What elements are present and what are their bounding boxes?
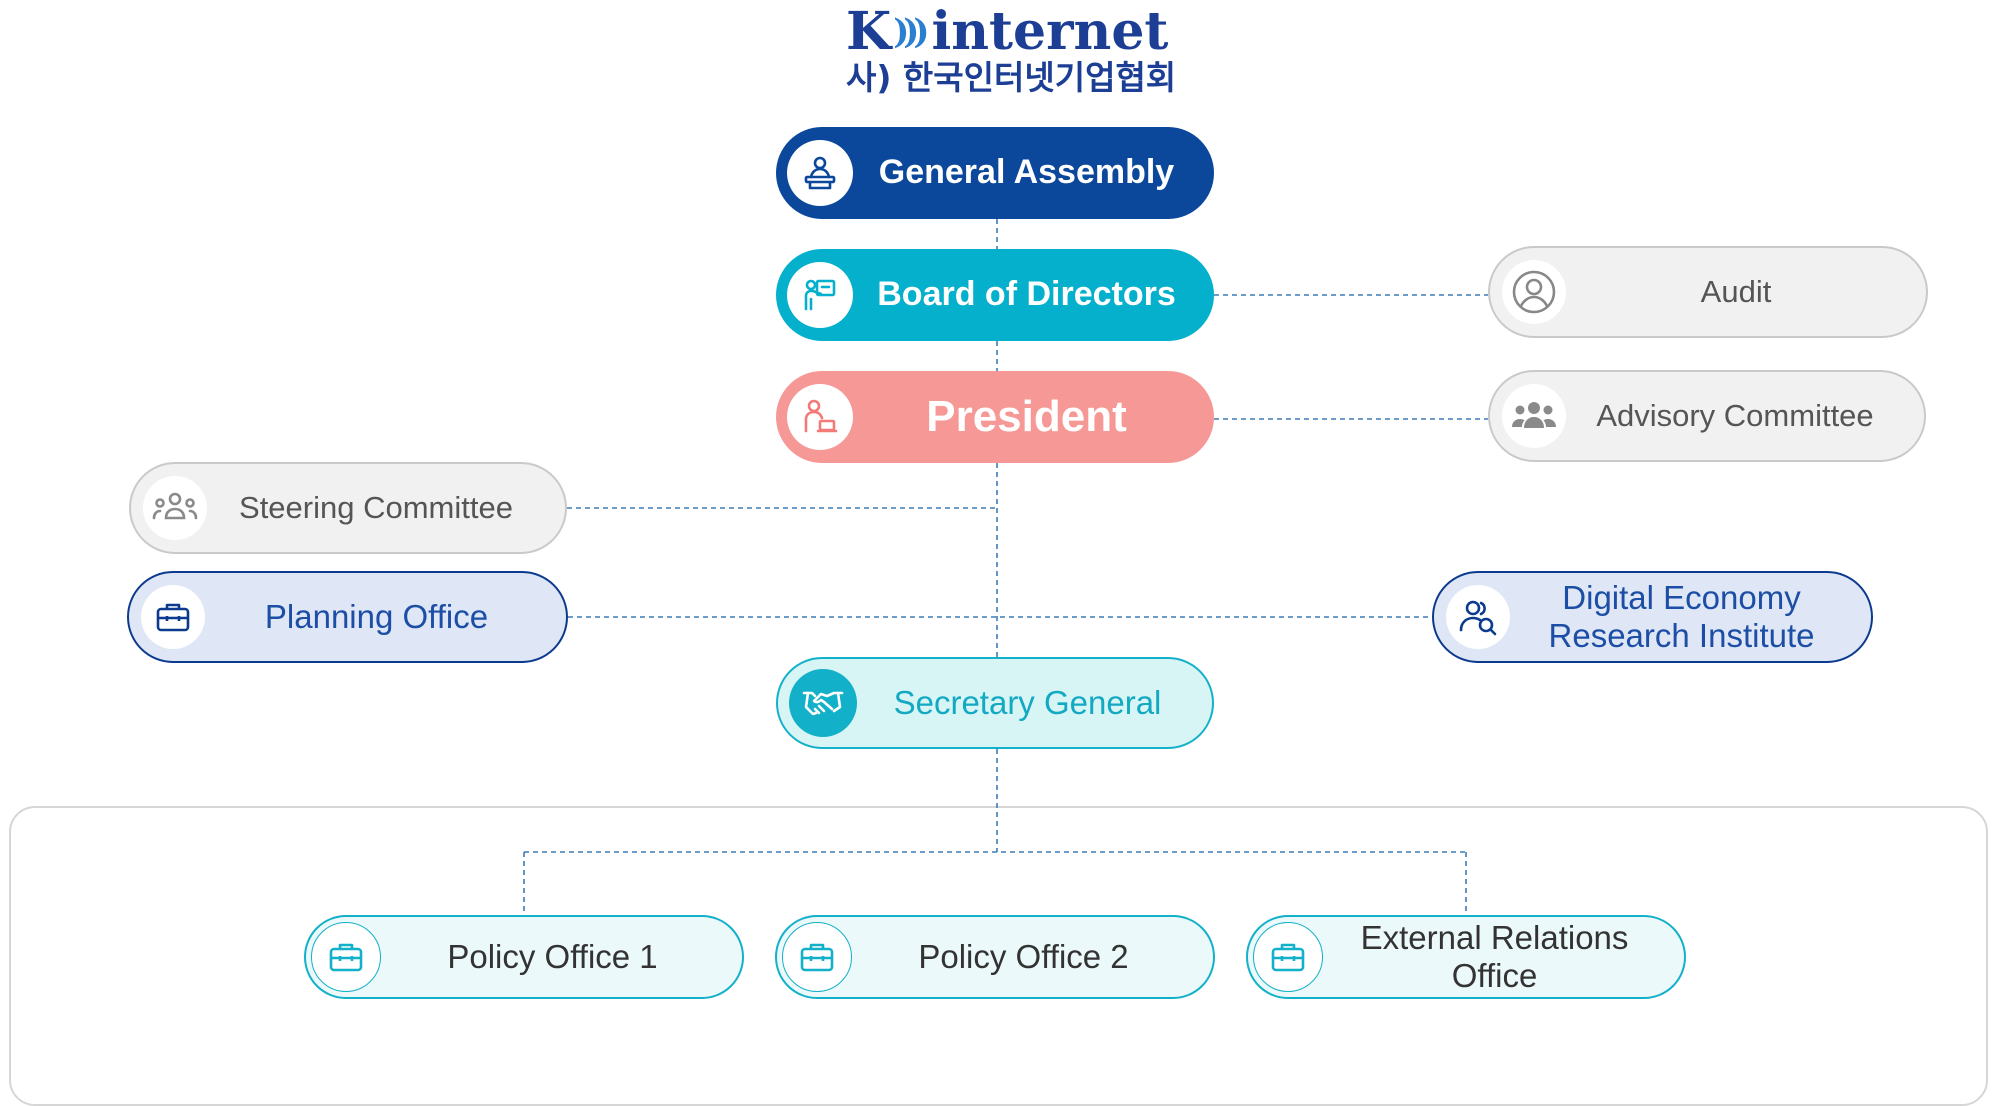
policy-office-1-node[interactable]: Policy Office 1	[304, 915, 744, 999]
executive-laptop-icon	[787, 384, 853, 450]
general-assembly-node[interactable]: General Assembly	[776, 127, 1214, 219]
advisory-committee-label: Advisory Committee	[1596, 398, 1874, 434]
research-label-line2: Research Institute	[1548, 617, 1815, 654]
briefcase-icon	[311, 922, 381, 992]
group-icon	[143, 476, 207, 540]
presenter-board-icon	[787, 262, 853, 328]
secretary-general-label: Secretary General	[893, 684, 1162, 722]
board-of-directors-node[interactable]: Board of Directors	[776, 249, 1214, 341]
planning-office-node[interactable]: Planning Office	[127, 571, 568, 663]
handshake-icon	[789, 669, 857, 737]
president-node[interactable]: President	[776, 371, 1214, 463]
external-relations-office-node[interactable]: External Relations Office	[1246, 915, 1686, 999]
external-relations-office-label: External Relations Office	[1323, 919, 1684, 995]
president-label: President	[926, 391, 1127, 441]
external-label-line1: External Relations	[1360, 919, 1629, 957]
digital-economy-research-institute-label: Digital Economy Research Institute	[1510, 579, 1871, 655]
policy-office-2-label: Policy Office 2	[918, 938, 1129, 976]
digital-economy-research-institute-node[interactable]: Digital Economy Research Institute	[1432, 571, 1873, 663]
secretary-general-node[interactable]: Secretary General	[776, 657, 1214, 749]
audit-node[interactable]: Audit	[1488, 246, 1928, 338]
logo-k: K	[846, 1, 892, 62]
advisory-committee-node[interactable]: Advisory Committee	[1488, 370, 1926, 462]
research-label-line1: Digital Economy	[1562, 579, 1801, 617]
briefcase-icon	[1253, 922, 1323, 992]
planning-office-label: Planning Office	[264, 598, 489, 636]
general-assembly-label: General Assembly	[878, 153, 1175, 192]
logo-word: internet	[931, 1, 1169, 62]
external-label-line2: Office	[1451, 957, 1538, 994]
logo-wordmark: K)))internet	[846, 6, 1168, 58]
steering-committee-label: Steering Committee	[239, 490, 513, 526]
policy-office-2-node[interactable]: Policy Office 2	[775, 915, 1215, 999]
user-search-icon	[1446, 585, 1510, 649]
logo-org-name: 사) 한국인터넷기업협회	[846, 58, 1177, 97]
steering-committee-node[interactable]: Steering Committee	[129, 462, 567, 554]
policy-office-1-label: Policy Office 1	[447, 938, 658, 976]
briefcase-icon	[782, 922, 852, 992]
audit-label: Audit	[1700, 274, 1772, 310]
board-of-directors-label: Board of Directors	[877, 275, 1176, 314]
group-icon	[1502, 384, 1566, 448]
briefcase-icon	[141, 585, 205, 649]
podium-speaker-icon	[787, 140, 853, 206]
k-internet-logo: K)))internet 사) 한국인터넷기업협회	[846, 6, 1177, 97]
user-circle-icon	[1502, 260, 1566, 324]
